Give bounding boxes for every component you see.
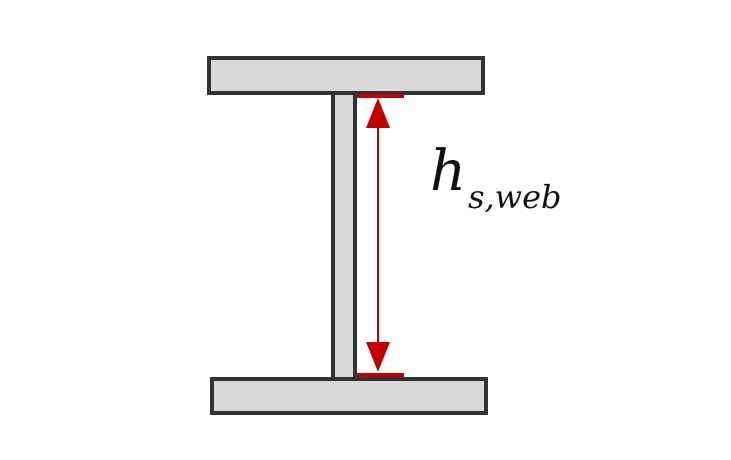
- dimension-label-subscript: s,web: [468, 178, 561, 216]
- dimension-arrow-down: [366, 342, 390, 372]
- dimension-label: hs,web: [430, 139, 561, 216]
- dimension-arrow-up: [366, 98, 390, 128]
- dimension-label-main: h: [430, 139, 466, 204]
- bottom-flange: [210, 377, 488, 415]
- top-flange: [207, 56, 485, 95]
- web: [331, 91, 357, 381]
